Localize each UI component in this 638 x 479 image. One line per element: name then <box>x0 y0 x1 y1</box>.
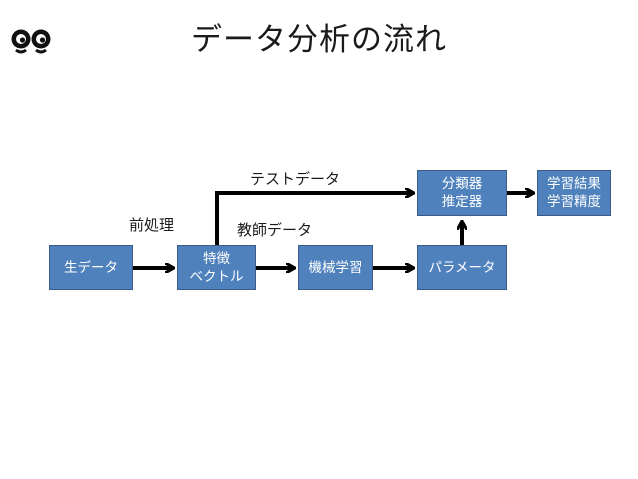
node-result-line1: 学習結果 <box>547 176 601 192</box>
label-test-data: テストデータ <box>250 170 341 188</box>
node-parameters-label: パラメータ <box>428 259 496 276</box>
node-result: 学習結果 学習精度 <box>537 170 611 216</box>
node-result-line2: 学習精度 <box>547 194 601 210</box>
node-classifier-line2: 推定器 <box>441 194 483 210</box>
node-feature-vector: 特徴 ベクトル <box>177 245 256 290</box>
node-classifier-line1: 分類器 <box>441 176 483 192</box>
node-machine-learning-label: 機械学習 <box>308 259 363 276</box>
page-title: データ分析の流れ <box>191 22 447 58</box>
node-feature-vector-line2: ベクトル <box>189 268 244 285</box>
label-preprocessing: 前処理 <box>129 216 175 234</box>
logo-icon <box>11 29 51 54</box>
node-raw-data-label: 生データ <box>64 259 118 276</box>
node-parameters: パラメータ <box>417 245 507 290</box>
node-feature-vector-line1: 特徴 <box>203 250 230 267</box>
node-raw-data: 生データ <box>49 245 133 290</box>
node-classifier: 分類器 推定器 <box>417 170 507 216</box>
label-training-data: 教師データ <box>237 221 313 239</box>
node-machine-learning: 機械学習 <box>298 245 373 290</box>
arrow-feature-to-classifier <box>215 193 413 245</box>
